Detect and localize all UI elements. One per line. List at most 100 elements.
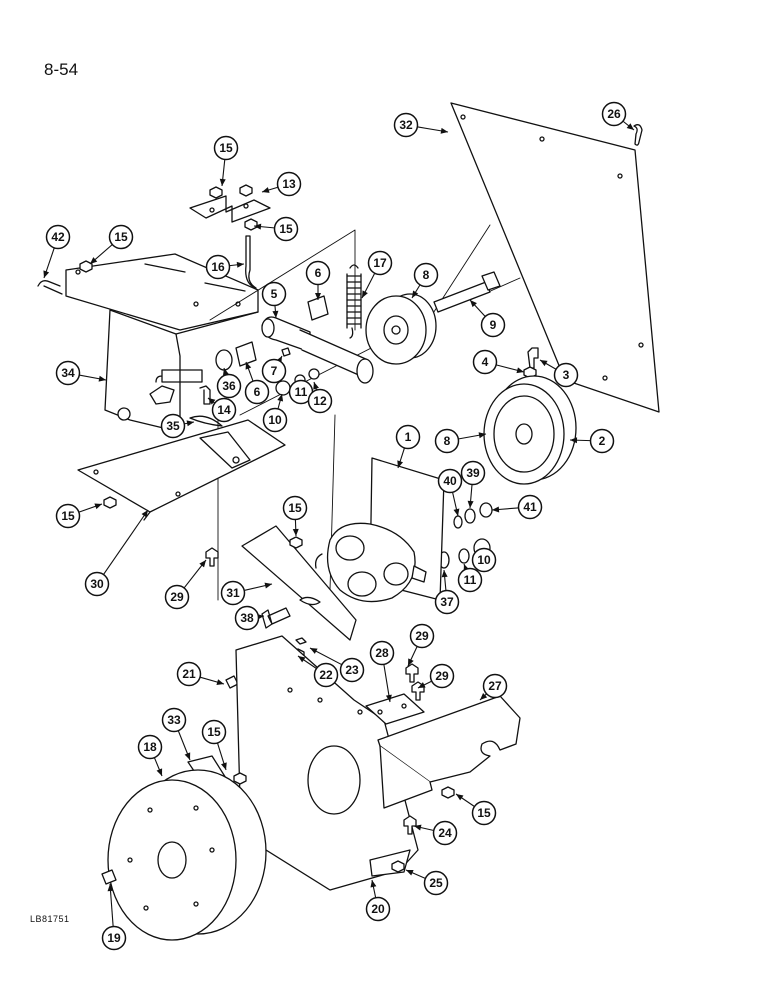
callout-circle: [369, 640, 395, 666]
part-bushing: [235, 341, 257, 367]
callout-circle: [164, 584, 190, 610]
callout-arrowhead: [277, 394, 284, 402]
callout-19: 19: [101, 883, 127, 951]
part-washer: [215, 349, 233, 371]
callout-number: 30: [90, 577, 104, 591]
callout-arrowhead: [362, 290, 368, 298]
callout-number: 4: [482, 355, 489, 369]
callout-arrowhead: [397, 460, 404, 468]
callout-number: 15: [477, 806, 491, 820]
callout-number: 12: [313, 394, 327, 408]
part-nut: [149, 385, 175, 405]
part-nut: [239, 184, 253, 197]
part-strap-bracket: [241, 525, 357, 641]
callout-number: 22: [319, 668, 333, 682]
callout-circle: [305, 260, 331, 286]
part-nut: [391, 860, 405, 873]
part-grease-fitting: [281, 347, 291, 357]
callout-number: 15: [288, 501, 302, 515]
part-shaft-stub: [155, 369, 203, 383]
callout-circle: [55, 360, 81, 386]
callout-arrowhead: [272, 310, 279, 318]
callout-31: 31: [220, 580, 273, 606]
part-bolt: [527, 347, 539, 369]
callout-circle: [313, 662, 339, 688]
callout-arrowhead: [414, 824, 422, 831]
callout-circle: [55, 503, 81, 529]
part-hinge: [365, 693, 425, 725]
callout-32: 32: [393, 112, 449, 138]
callout-circle: [45, 224, 71, 250]
callout-number: 33: [167, 713, 181, 727]
part-bolt: [405, 663, 419, 683]
callout-5: 5: [261, 281, 287, 319]
part-nut: [209, 186, 223, 199]
callout-42: 42: [43, 224, 71, 279]
callout-37: 37: [434, 569, 460, 615]
callout-circle: [262, 407, 288, 433]
callout-circle: [365, 896, 391, 922]
callout-arrowhead: [478, 432, 486, 439]
callout-arrowhead: [156, 768, 163, 776]
callout-circle: [261, 358, 287, 384]
callout-number: 15: [279, 222, 293, 236]
callout-number: 5: [271, 287, 278, 301]
callout-circle: [160, 413, 186, 439]
callout-number: 20: [371, 902, 385, 916]
callout-arrowhead: [262, 187, 270, 193]
part-nut: [479, 502, 493, 518]
callout-number: 8: [423, 268, 430, 282]
callout-15: 15: [201, 719, 227, 771]
callout-arrowhead: [456, 794, 464, 801]
callout-number: 16: [211, 260, 225, 274]
callout-11: 11: [457, 563, 483, 593]
part-cover-bracket: [377, 695, 521, 809]
callout-27: 27: [479, 673, 508, 701]
callout-15: 15: [55, 503, 103, 529]
part-nut: [289, 536, 303, 549]
callout-22: 22: [297, 655, 339, 688]
callout-28: 28: [369, 640, 395, 703]
callout-11: 11: [288, 379, 314, 405]
callout-circle: [220, 580, 246, 606]
callout-arrowhead: [480, 693, 488, 700]
callout-number: 23: [345, 663, 359, 677]
callout-number: 25: [429, 876, 443, 890]
callout-arrowhead: [184, 752, 191, 760]
callout-number: 8: [444, 434, 451, 448]
part-upper-bracket: [189, 195, 271, 223]
callout-30: 30: [84, 509, 149, 597]
callout-circle: [201, 719, 227, 745]
callout-arrowhead: [90, 257, 98, 264]
callout-arrowhead: [441, 570, 448, 578]
callout-circle: [101, 925, 127, 951]
part-bolt: [403, 815, 417, 835]
callout-number: 21: [182, 667, 196, 681]
callout-leader: [103, 509, 149, 575]
callout-arrowhead: [516, 367, 524, 374]
callout-arrowhead: [313, 382, 319, 390]
callout-number: 11: [295, 385, 308, 399]
part-nut: [79, 260, 93, 273]
part-long-bolt: [433, 271, 501, 313]
callout-circle: [409, 623, 435, 649]
callout-arrowhead: [440, 127, 448, 134]
callout-number: 28: [375, 646, 389, 660]
callout-number: 19: [107, 931, 121, 945]
part-nut: [275, 380, 291, 396]
callout-arrowhead: [186, 420, 194, 427]
callout-18: 18: [137, 734, 163, 777]
part-bolt: [261, 607, 291, 629]
callout-17: 17: [361, 250, 393, 299]
callout-circle: [472, 349, 498, 375]
parts-artwork: [37, 102, 660, 941]
callout-arrowhead: [453, 508, 460, 516]
callout-arrowhead: [219, 178, 226, 186]
callout-number: 38: [240, 611, 254, 625]
callout-36: 36: [216, 367, 242, 399]
part-pivot-tube: [261, 316, 374, 384]
callout-38: 38: [234, 605, 265, 631]
callout-number: 29: [435, 669, 449, 683]
